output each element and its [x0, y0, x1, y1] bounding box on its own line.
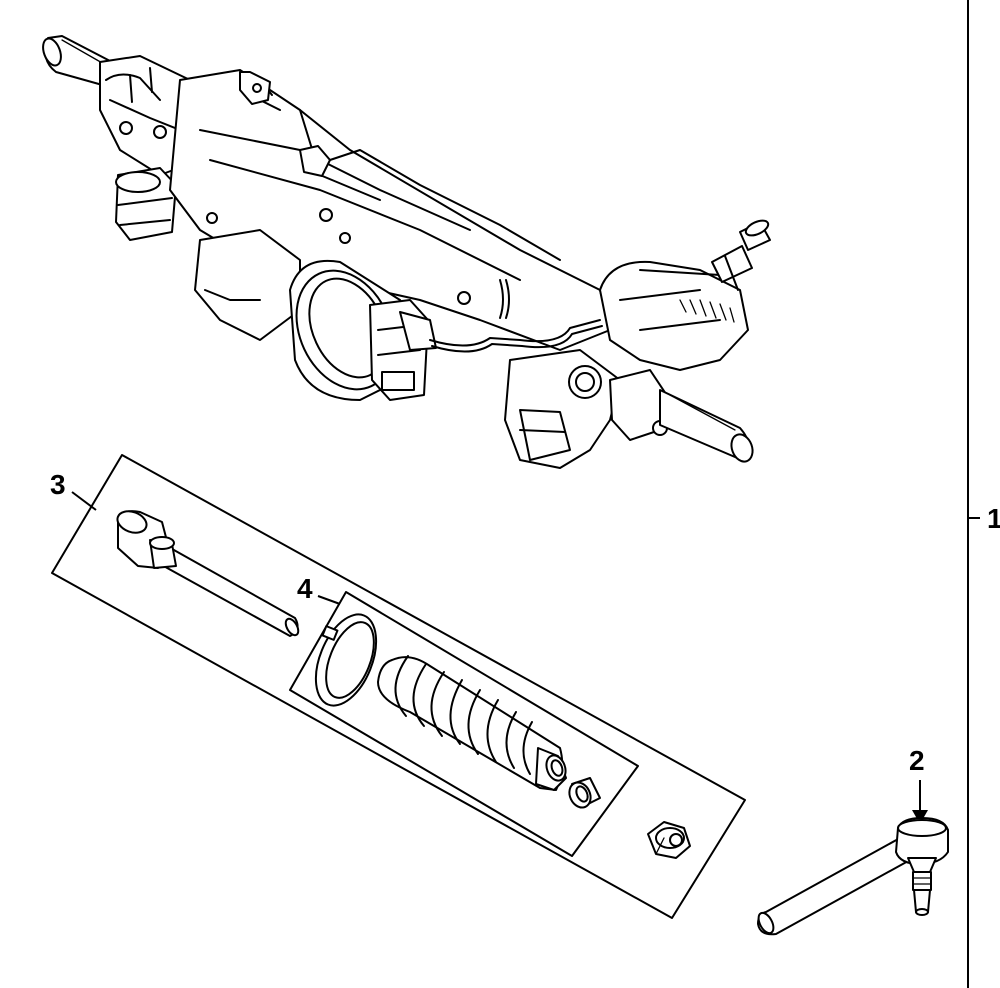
inner-tie-rod-kit-frame	[51, 454, 746, 919]
callout-4-leader	[317, 595, 341, 605]
boot-clamp[interactable]	[304, 606, 388, 714]
jam-nut[interactable]	[647, 821, 691, 859]
boot-small-clamp[interactable]	[565, 777, 601, 811]
callout-2-label: 2	[909, 745, 925, 776]
callout-2-arrowhead	[912, 810, 928, 824]
callout-4-label: 4	[297, 573, 313, 604]
callout-3-leader	[71, 491, 97, 511]
steering-gear-assembly[interactable]	[40, 35, 771, 469]
boot-kit-frame	[289, 591, 639, 857]
inner-tie-rod[interactable]	[114, 507, 300, 637]
steering-boot[interactable]	[377, 655, 569, 791]
outer-tie-rod-end[interactable]	[756, 817, 949, 936]
callout-3-label: 3	[50, 469, 66, 500]
callout-1-label: 1	[987, 503, 1000, 534]
